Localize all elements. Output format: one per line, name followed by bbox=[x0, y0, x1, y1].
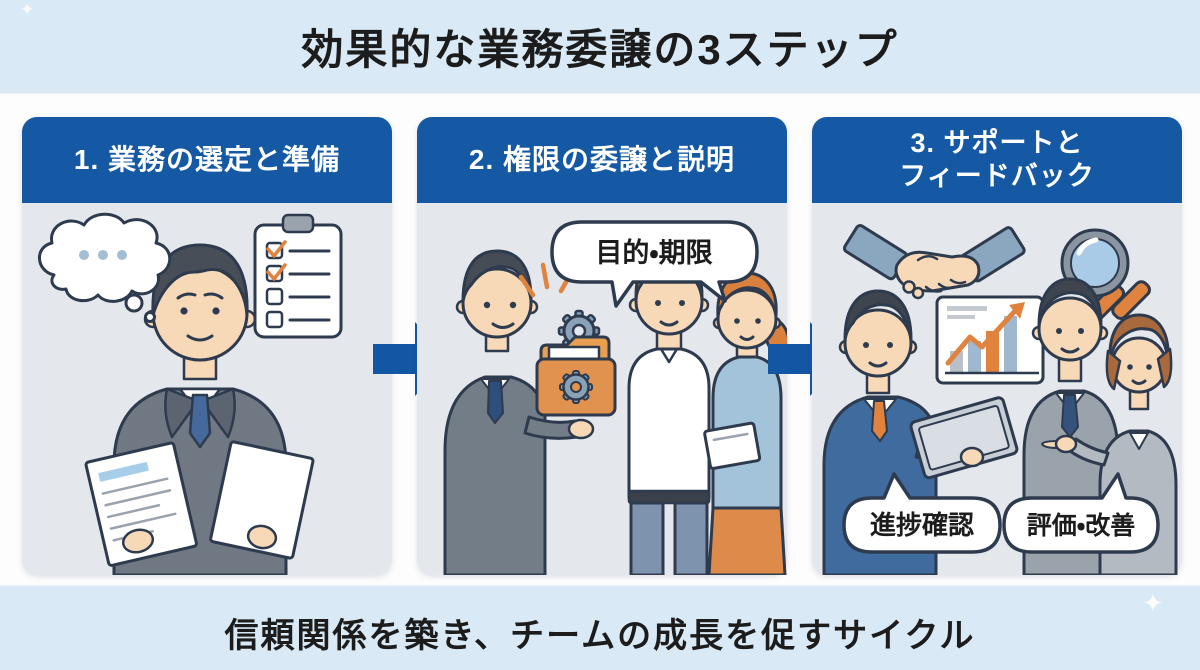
step-header-label-1: 1. 業務の選定と準備 bbox=[73, 143, 341, 175]
employee-man-illustration bbox=[627, 247, 711, 575]
speech-bubble: 評価・改善 bbox=[1002, 472, 1160, 554]
document-icon bbox=[84, 441, 198, 567]
step2-illustration: 目的・期限 bbox=[443, 220, 787, 575]
footer-caption: 信頼関係を築き、チームの成長を促すサイクル bbox=[224, 617, 976, 655]
step-panel-1: 1. 業務の選定と準備 bbox=[22, 117, 392, 575]
checklist-icon bbox=[253, 213, 343, 339]
step-header-1: 1. 業務の選定と準備 bbox=[22, 117, 392, 203]
step-header-2: 2. 権限の委譲と説明 bbox=[417, 117, 787, 203]
employee-woman-illustration bbox=[703, 271, 787, 575]
speech-bubble-label: 目的・期限 bbox=[595, 237, 712, 268]
notebook-icon bbox=[703, 421, 762, 470]
step1-illustration bbox=[38, 212, 343, 575]
step-header-3: 3. サポートと フィードバック bbox=[812, 117, 1182, 203]
step-body-2: 目的・期限 bbox=[417, 203, 787, 575]
chart-icon bbox=[935, 295, 1045, 385]
delegating-manager-illustration bbox=[443, 249, 595, 575]
step-body-1 bbox=[22, 203, 392, 575]
page-title: 効果的な業務委譲の3ステップ bbox=[301, 26, 899, 73]
speech-bubble: 目的・期限 bbox=[550, 220, 759, 308]
step-panel-3: 3. サポートと フィードバック bbox=[812, 117, 1182, 575]
sparkle-icon: ✦ bbox=[1142, 588, 1164, 618]
document-icon bbox=[209, 440, 315, 560]
step-panel-2: 2. 権限の委譲と説明 bbox=[417, 117, 787, 575]
sparkle-icon: ✦ bbox=[20, 0, 35, 19]
tablet-icon bbox=[909, 396, 1019, 480]
step3-illustration: 進捗確認 評価・改善 bbox=[822, 224, 1178, 575]
manager-with-documents-illustration bbox=[84, 243, 315, 575]
step-header-label-2: 2. 権限の委譲と説明 bbox=[468, 143, 736, 175]
folder-icon bbox=[535, 335, 617, 417]
speech-bubble: 進捗確認 bbox=[842, 472, 1002, 554]
speech-bubble-label: 進捗確認 bbox=[870, 510, 974, 540]
step-body-3: 進捗確認 評価・改善 bbox=[812, 203, 1182, 575]
step-header-label-3: 3. サポートと フィードバック bbox=[899, 128, 1095, 191]
speech-bubble-label: 評価・改善 bbox=[1027, 512, 1136, 540]
handshake-icon bbox=[843, 224, 1026, 300]
thought-bubble-icon bbox=[38, 212, 172, 323]
